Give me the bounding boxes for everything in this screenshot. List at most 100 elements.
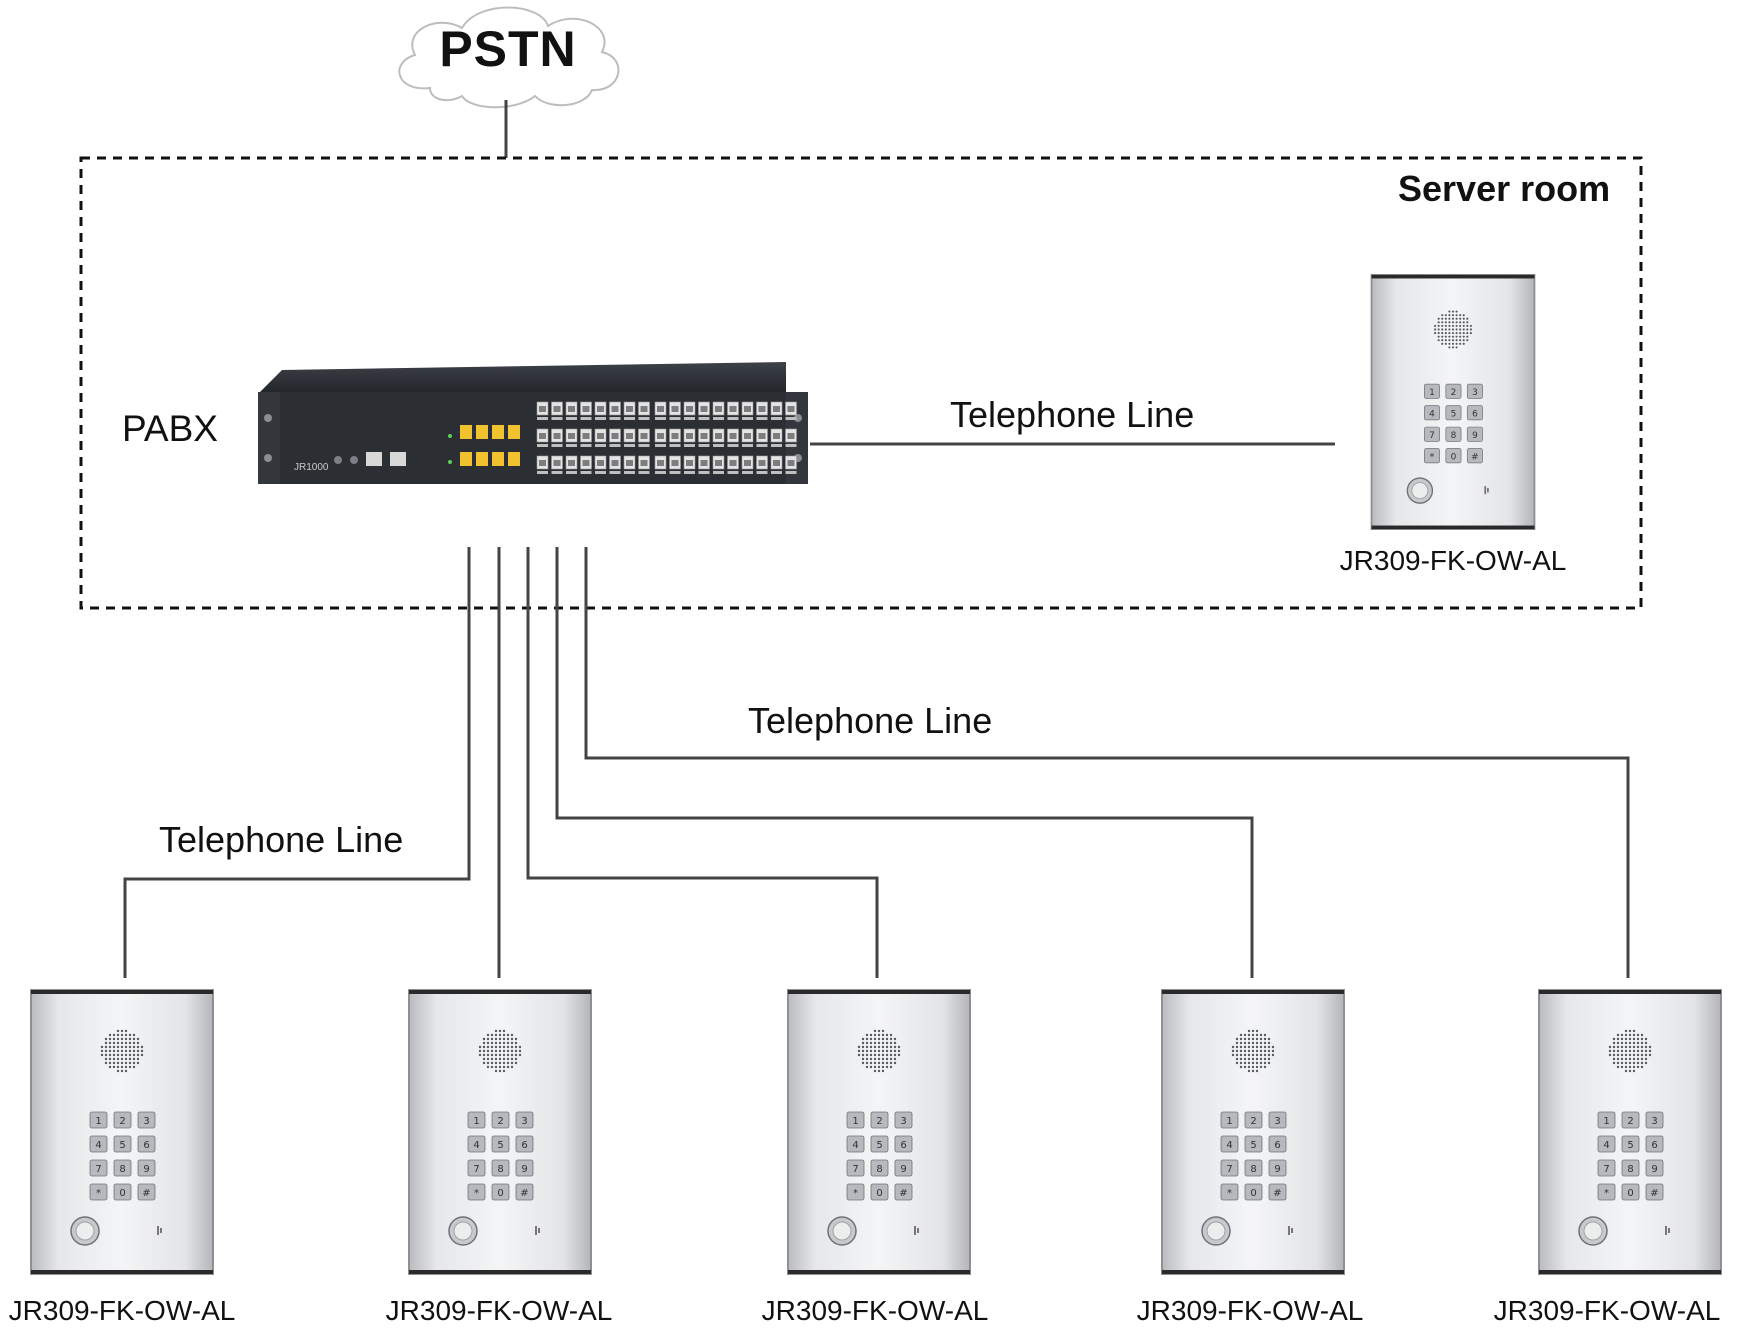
keypad-key: 9 [515, 1159, 534, 1177]
svg-text:#: # [899, 1188, 907, 1199]
keypad-key: 8 [113, 1159, 132, 1177]
keypad-key: * [89, 1183, 108, 1201]
server-room-line-label: Telephone Line [950, 394, 1195, 435]
svg-text:4: 4 [1603, 1140, 1609, 1151]
svg-text:9: 9 [521, 1164, 527, 1175]
field-phone-5-model: JR309-FK-OW-AL [1493, 1295, 1721, 1326]
keypad-key: # [515, 1183, 534, 1201]
svg-text:3: 3 [900, 1116, 906, 1127]
svg-text:1: 1 [1226, 1116, 1232, 1127]
field-phone-5-connection [584, 547, 1630, 978]
svg-text:5: 5 [119, 1140, 125, 1151]
keypad-key: 6 [1466, 405, 1483, 421]
keypad-key: 4 [846, 1135, 865, 1153]
keypad-key: 2 [1621, 1111, 1640, 1129]
keypad-key: * [1423, 448, 1440, 464]
keypad-key: 1 [846, 1111, 865, 1129]
pstn-cloud [398, 6, 620, 109]
svg-text:9: 9 [143, 1164, 149, 1175]
svg-text:1: 1 [1429, 388, 1435, 398]
svg-text:3: 3 [1274, 1116, 1280, 1127]
svg-text:*: * [96, 1188, 101, 1199]
keypad-key: 7 [1220, 1159, 1239, 1177]
keypad-key: 4 [1423, 405, 1440, 421]
keypad-key: 6 [137, 1135, 156, 1153]
svg-text:7: 7 [1226, 1164, 1232, 1175]
keypad-key: 9 [1268, 1159, 1287, 1177]
svg-text:3: 3 [521, 1116, 527, 1127]
svg-text:7: 7 [852, 1164, 858, 1175]
svg-text:0: 0 [1627, 1188, 1633, 1199]
speaker-grille-icon [857, 1029, 901, 1073]
keypad-key: 1 [467, 1111, 486, 1129]
call-button-icon [1406, 477, 1434, 504]
keypad-key: 3 [515, 1111, 534, 1129]
svg-text:6: 6 [1472, 409, 1478, 419]
speaker-grille-icon [1434, 310, 1472, 349]
call-button-icon [1578, 1216, 1608, 1246]
svg-text:6: 6 [521, 1140, 527, 1151]
field-phone-3-connection [526, 547, 879, 978]
field-phone-1-model: JR309-FK-OW-AL [8, 1295, 236, 1326]
keypad-key: 8 [1244, 1159, 1263, 1177]
keypad-key: 5 [113, 1135, 132, 1153]
svg-text:0: 0 [1451, 452, 1457, 462]
keypad-key: 4 [1220, 1135, 1239, 1153]
keypad-key: 9 [1466, 426, 1483, 442]
svg-text:3: 3 [143, 1116, 149, 1127]
keypad-key: 6 [1645, 1135, 1664, 1153]
svg-text:#: # [142, 1188, 150, 1199]
svg-text:6: 6 [900, 1140, 906, 1151]
svg-text:4: 4 [1429, 409, 1435, 419]
svg-text:8: 8 [119, 1164, 125, 1175]
keypad-key: * [1220, 1183, 1239, 1201]
svg-text:6: 6 [143, 1140, 149, 1151]
svg-text:6: 6 [1651, 1140, 1657, 1151]
svg-text:5: 5 [497, 1140, 503, 1151]
keypad-key: 5 [1244, 1135, 1263, 1153]
speaker-grille-icon [478, 1029, 522, 1073]
field-phone-1-connection [123, 547, 471, 978]
svg-text:1: 1 [95, 1116, 101, 1127]
svg-text:2: 2 [1451, 388, 1457, 398]
svg-text:2: 2 [1627, 1116, 1633, 1127]
svg-text:5: 5 [1250, 1140, 1256, 1151]
svg-text:0: 0 [876, 1188, 882, 1199]
svg-text:0: 0 [119, 1188, 125, 1199]
svg-text:*: * [1430, 452, 1435, 462]
svg-text:3: 3 [1472, 388, 1478, 398]
keypad-key: 2 [1445, 383, 1462, 399]
keypad-key: # [894, 1183, 913, 1201]
svg-text:8: 8 [1627, 1164, 1633, 1175]
svg-text:7: 7 [95, 1164, 101, 1175]
svg-text:5: 5 [876, 1140, 882, 1151]
keypad-key: 2 [870, 1111, 889, 1129]
extension-port-bank-right [654, 401, 797, 474]
keypad-key: * [467, 1183, 486, 1201]
microphone-icon [157, 1226, 162, 1235]
svg-text:*: * [1227, 1188, 1232, 1199]
svg-text:2: 2 [119, 1116, 125, 1127]
field-phone-2-model: JR309-FK-OW-AL [385, 1295, 613, 1326]
keypad-key: 1 [1597, 1111, 1616, 1129]
keypad-key: 0 [1621, 1183, 1640, 1201]
microphone-icon [1665, 1226, 1670, 1235]
pabx-label: PABX [122, 408, 218, 449]
keypad-key: 5 [1621, 1135, 1640, 1153]
svg-text:7: 7 [473, 1164, 479, 1175]
keypad-key: 4 [467, 1135, 486, 1153]
keypad-key: 0 [491, 1183, 510, 1201]
keypad-key: 7 [1597, 1159, 1616, 1177]
keypad-key: 0 [1445, 448, 1462, 464]
keypad-key: 8 [1621, 1159, 1640, 1177]
pabx-model-text: JR1000 [294, 462, 329, 473]
svg-text:#: # [1650, 1188, 1658, 1199]
keypad-key: 6 [894, 1135, 913, 1153]
